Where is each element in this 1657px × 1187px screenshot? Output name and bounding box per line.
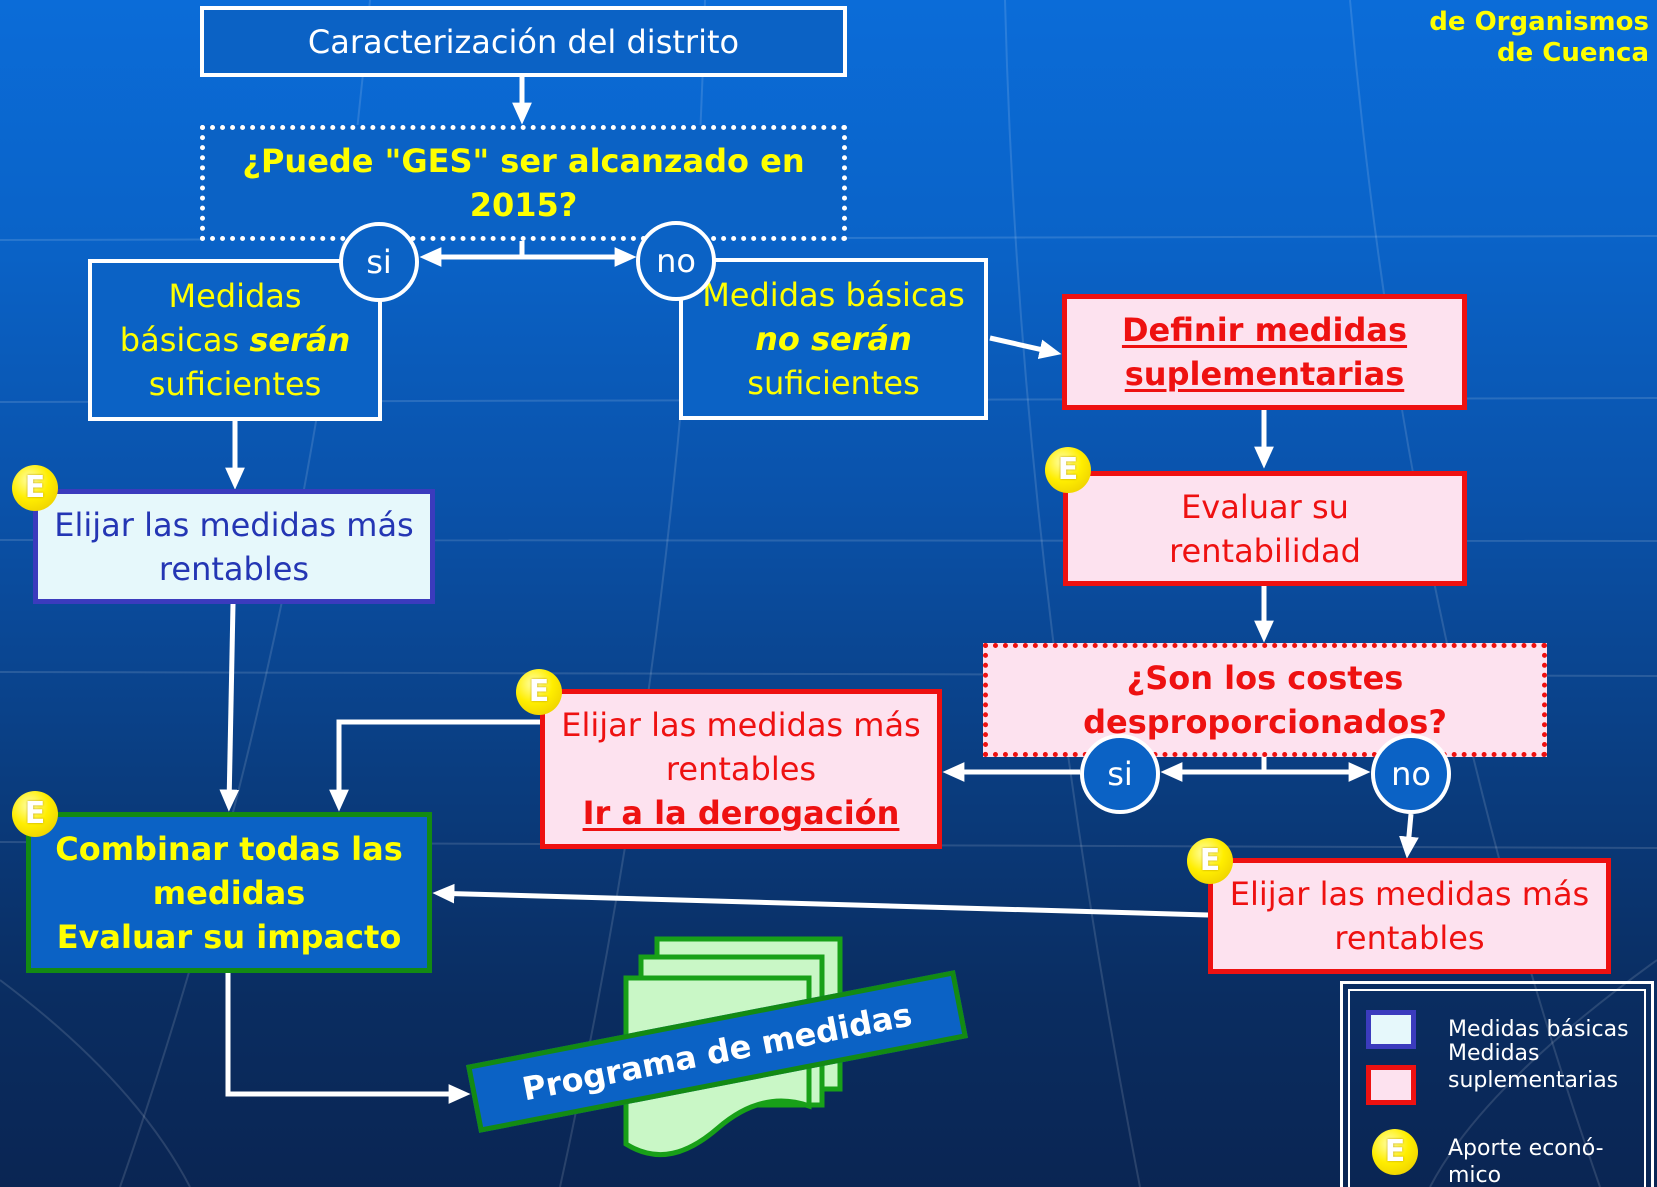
define-supplementary-measures-box: Definir medidas suplementarias [1062, 294, 1467, 410]
arrow-insufficient-to-define [989, 335, 1062, 359]
choose-basic-measures-box: Elijar las medidas más rentables [33, 489, 435, 604]
economic-input-marker-icon: E [516, 669, 562, 715]
legend-label-line: mico [1448, 1163, 1502, 1187]
org-title-line: de Organismos [1429, 7, 1649, 37]
derogation-text: Ir a la derogación [582, 794, 900, 832]
decision-ges-2015: ¿Puede "GES" ser alcanzado en 2015? [200, 125, 847, 241]
box-text-line: Evaluar su [1181, 487, 1349, 526]
decision-text-line: ¿Puede "GES" ser alcanzado en [242, 142, 805, 180]
box-text-line: suficientes [747, 364, 920, 402]
no-branch-circle: no [1371, 734, 1451, 814]
arrow-combine-to-program [225, 973, 471, 1104]
arrow-derogation-to-combine [329, 719, 540, 812]
box-text-line: suficientes [148, 365, 322, 403]
box-text-line: Medidas [168, 277, 302, 315]
legend-label-supplementary: Medidas suplementarias [1448, 1041, 1619, 1093]
box-text-line: rentabilidad [1169, 531, 1361, 570]
evaluate-cost-effectiveness-box: Evaluar su rentabilidad [1063, 471, 1467, 586]
box-text-line: suplementarias [1124, 355, 1405, 393]
box-text-line: medidas [152, 873, 306, 912]
choose-supplementary-measures-box: Elijar las medidas más rentables [1208, 858, 1611, 974]
box-text-line: Definir medidas [1121, 311, 1408, 349]
box-text-line: rentables [158, 549, 310, 588]
box-text-line: Combinar todas las [55, 829, 403, 868]
box-text-line: Medidas básicas [702, 276, 965, 314]
box-text-line: rentables [1334, 919, 1485, 957]
start-label: Caracterización del distrito [307, 22, 740, 61]
legend-inner-frame [1348, 989, 1646, 1187]
box-text-line: Elijar las medidas más [54, 505, 414, 544]
legend: Medidas básicas Medidas suplementarias E… [1340, 981, 1654, 1187]
decision-text-line: 2015? [469, 186, 578, 224]
decision-text-line: desproporcionados? [1083, 703, 1447, 741]
basic-measures-sufficient-box: Medidas básicas serán suficientes [88, 259, 382, 421]
yes-branch-circle: si [1080, 734, 1160, 814]
box-text-line: rentables [665, 750, 817, 788]
economic-input-marker-icon: E [1372, 1129, 1418, 1175]
legend-label-economic-input: Aporte econó- mico [1448, 1135, 1648, 1187]
start-box: Caracterización del distrito [200, 6, 847, 77]
basic-measures-insufficient-box: Medidas básicas no serán suficientes [679, 258, 988, 420]
arrow-choose-supplementary-to-combine [432, 883, 1209, 918]
arrow-no-to-choose-supplementary [1399, 813, 1419, 859]
combine-measures-box: Combinar todas las medidas Evaluar su im… [26, 812, 432, 973]
box-text-line: básicas serán [120, 318, 350, 362]
box-text-line: Elijar las medidas más [1229, 875, 1590, 913]
legend-swatch-supplementary [1366, 1065, 1416, 1105]
decision-disproportionate-costs: ¿Son los costes desproporcionados? [983, 643, 1547, 757]
arrow-choose-basic-to-combine [219, 603, 240, 812]
emphasis-text: serán [249, 321, 351, 359]
economic-input-marker-icon: E [12, 791, 58, 837]
emphasis-text: no serán [755, 320, 912, 358]
economic-input-marker-icon: E [12, 465, 58, 511]
legend-swatch-basic [1366, 1010, 1416, 1049]
box-text-line: Evaluar su impacto [56, 917, 402, 956]
decision-text-line: ¿Son los costes [1126, 659, 1404, 697]
economic-input-marker-icon: E [1045, 447, 1091, 493]
box-text: básicas [119, 321, 240, 359]
legend-label-line: Aporte econó- [1448, 1136, 1604, 1161]
economic-input-marker-icon: E [1187, 838, 1233, 884]
organization-title: de Organismos de Cuenca [1429, 7, 1649, 69]
no-branch-circle: no [636, 221, 716, 301]
choose-measures-derogation-box: Elijar las medidas más rentables Ir a la… [540, 689, 942, 849]
box-text-line: Elijar las medidas más [561, 706, 921, 744]
yes-branch-circle: si [339, 222, 419, 302]
org-title-line: de Cuenca [1497, 38, 1649, 68]
legend-label-basic: Medidas básicas [1448, 1017, 1629, 1042]
